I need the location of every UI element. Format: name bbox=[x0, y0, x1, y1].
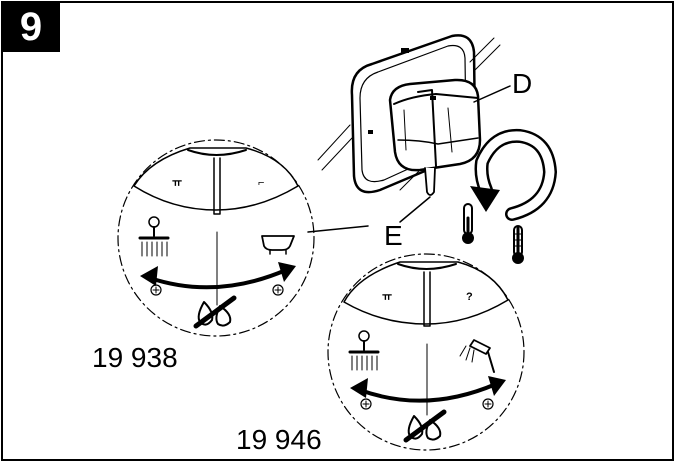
no-water-icon bbox=[403, 409, 447, 443]
thermometer-cold-icon bbox=[462, 203, 474, 244]
overhead-shower-icon bbox=[348, 330, 380, 371]
model-number-left: 19 938 bbox=[92, 342, 178, 373]
arrow-ccw-icon bbox=[470, 128, 557, 221]
detail-circle-right: ㅠ ? bbox=[327, 253, 525, 451]
plus-icon bbox=[482, 398, 494, 410]
callout-e: E bbox=[384, 220, 403, 251]
wall-plate-assembly bbox=[317, 34, 511, 223]
callout-d: D bbox=[512, 68, 533, 99]
step-number: 9 bbox=[2, 2, 60, 52]
thermometer-hot-icon bbox=[512, 225, 524, 264]
thermostat-knob bbox=[388, 78, 482, 172]
model-number-right: 19 946 bbox=[236, 424, 322, 455]
plus-icon bbox=[150, 284, 162, 296]
overhead-shower-icon bbox=[138, 216, 170, 257]
detail-circle-left: ㅠ ⌐ bbox=[117, 139, 369, 337]
plus-icon bbox=[272, 284, 284, 296]
bathtub-icon bbox=[261, 235, 295, 255]
hand-shower-icon bbox=[459, 339, 495, 373]
svg-text:?: ? bbox=[466, 291, 473, 303]
svg-text:⌐: ⌐ bbox=[258, 177, 264, 189]
no-water-icon bbox=[193, 295, 237, 329]
svg-text:ㅠ: ㅠ bbox=[382, 291, 392, 303]
svg-text:ㅠ: ㅠ bbox=[172, 177, 182, 189]
plus-icon bbox=[360, 398, 372, 410]
